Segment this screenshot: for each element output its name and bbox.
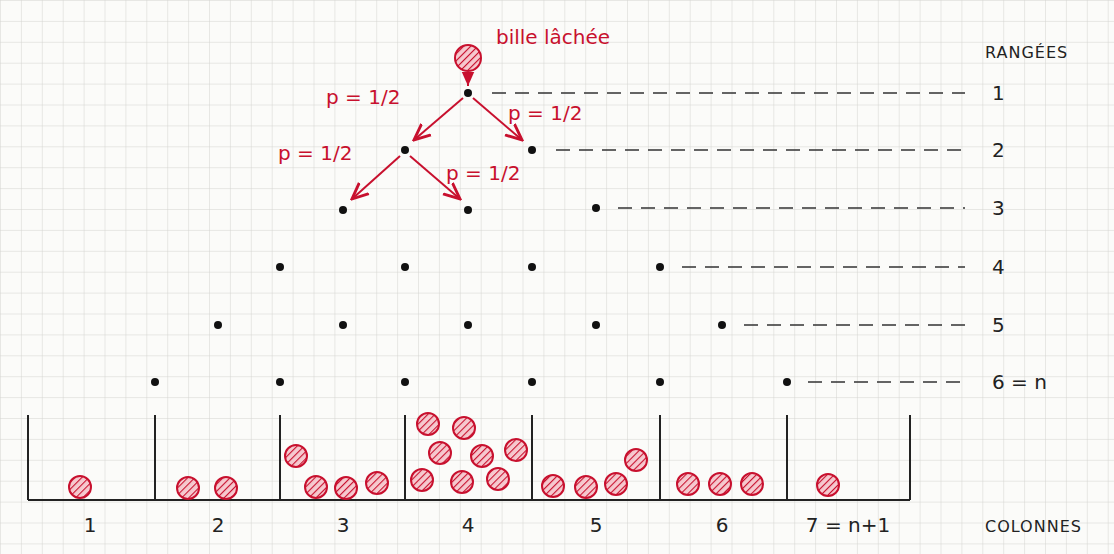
column-number: 5 <box>590 514 603 536</box>
column-number: 4 <box>462 514 475 536</box>
axis-title: RANGÉES <box>985 44 1068 62</box>
drop-arrow <box>467 72 469 86</box>
axis-title: COLONNES <box>985 518 1082 536</box>
column-number: 7 = n+1 <box>806 514 890 536</box>
row-number: 1 <box>992 82 1005 104</box>
row-number: 4 <box>992 256 1005 278</box>
ball-caption: bille lâchée <box>496 26 610 48</box>
column-number: 1 <box>84 514 97 536</box>
bins <box>28 415 910 500</box>
probability: p = 1/2 <box>508 102 582 124</box>
row-lines <box>492 93 965 382</box>
row-number: 3 <box>992 197 1005 219</box>
released-ball <box>455 45 481 71</box>
row-number: 5 <box>992 314 1005 336</box>
branch-arrows <box>352 98 522 199</box>
column-number: 2 <box>212 514 225 536</box>
pegs <box>151 89 791 386</box>
probability: p = 1/2 <box>278 142 352 164</box>
column-number: 6 <box>716 514 729 536</box>
balls <box>69 413 839 499</box>
probability: p = 1/2 <box>446 162 520 184</box>
row-number: 2 <box>992 139 1005 161</box>
row-number: 6 = n <box>992 371 1047 393</box>
probability: p = 1/2 <box>326 86 400 108</box>
column-number: 3 <box>337 514 350 536</box>
